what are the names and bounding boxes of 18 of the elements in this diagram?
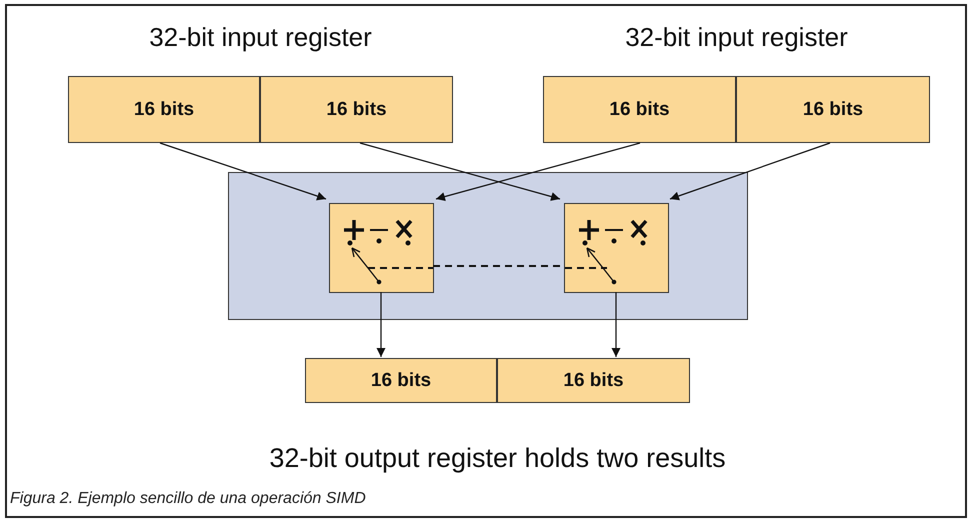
register-cell: 16 bits: [68, 76, 260, 143]
dashed-connector: [433, 265, 563, 267]
arrow: [160, 142, 326, 200]
register-cell: 16 bits: [260, 76, 453, 143]
arrow: [670, 142, 830, 200]
arrow: [376, 292, 386, 357]
arrow: [360, 142, 560, 201]
register-cell: 16 bits: [543, 76, 736, 143]
register-cell: 16 bits: [497, 358, 690, 403]
register-heading: 32-bit output register holds two results: [268, 443, 727, 474]
register-heading: 32-bit input register: [148, 22, 373, 53]
register-heading: 32-bit input register: [624, 22, 849, 53]
arrow: [436, 142, 640, 201]
simd-unit-panel: [228, 172, 748, 320]
arrow: [612, 292, 620, 357]
register-cell: 16 bits: [305, 358, 497, 403]
figure-caption: Figura 2. Ejemplo sencillo de una operación SIMD: [10, 490, 366, 508]
register-cell: 16 bits: [736, 76, 930, 143]
